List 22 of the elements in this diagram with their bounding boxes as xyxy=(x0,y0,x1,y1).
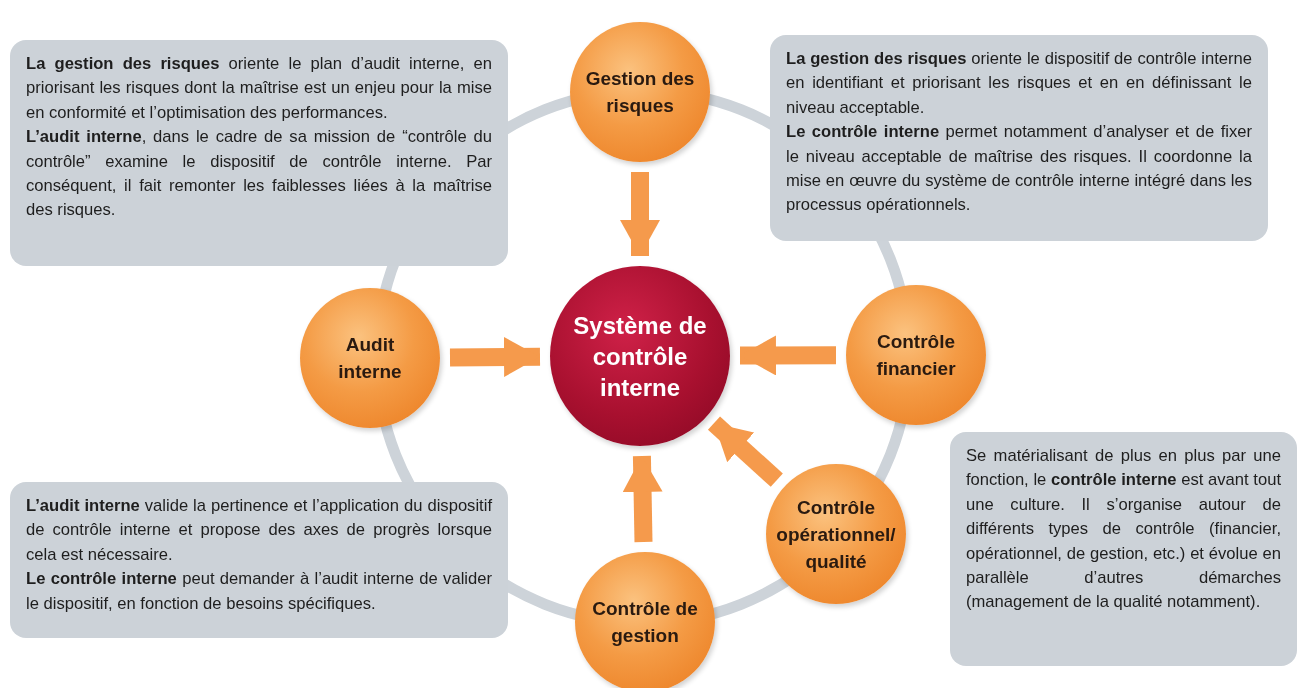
paragraph: Le contrôle interne permet notamment d’analyser et de fixer le niveau acceptable de maîtrise des risques. Il coordonne la mise en œuvre du système de contrôle interne intégré dans les processus opérationnels. xyxy=(786,121,1252,217)
node-label: Contrôle financier xyxy=(875,330,957,381)
arrow xyxy=(707,416,783,487)
node-label: Système de contrôle interne xyxy=(572,310,708,403)
paragraph: Le contrôle interne peut demander à l’audit interne de valider le dispositif, en fonction de besoins spécifiques. xyxy=(26,568,492,615)
paragraph: L’audit interne, dans le cadre de sa mission de “contrôle du contrôle” examine le dispositif de contrôle interne. Par conséquent, il fait remonter les faiblesses liées à la maîtrise des risques. xyxy=(26,126,492,222)
node-label: Gestion des risques xyxy=(584,67,696,118)
arrow xyxy=(620,172,660,256)
node-label: Contrôle opérationnel/ qualité xyxy=(775,495,897,574)
arrow xyxy=(622,455,663,543)
arrow xyxy=(449,337,541,377)
note-card xyxy=(770,35,1268,241)
arrow xyxy=(739,335,837,376)
paragraph: Se matérialisant de plus en plus par une fonction, le contrôle interne est avant tout une culture. Il s’organise autour de différents types de contrôle (financier, opérationnel, de gestion, etc.) et évolue en parallèle d’autres démarches (management de la qualité notamment). xyxy=(966,445,1281,614)
note-card xyxy=(10,482,508,638)
note-card xyxy=(950,432,1297,666)
note-card xyxy=(10,40,508,266)
node-label: Audit interne xyxy=(337,333,403,384)
paragraph: La gestion des risques oriente le dispositif de contrôle interne en identifiant et priorisant les risques et en en définissant le niveau acceptable. xyxy=(786,48,1252,119)
paragraph: La gestion des risques oriente le plan d’audit interne, en priorisant les risques dont la maîtrise est un enjeu pour la mise en conformité et l’optimisation des performances. xyxy=(26,53,492,124)
node-label: Contrôle de gestion xyxy=(591,597,699,648)
paragraph: L’audit interne valide la pertinence et l’application du dispositif de contrôle interne et propose des axes de progrès lorsque cela est nécessaire. xyxy=(26,495,492,566)
